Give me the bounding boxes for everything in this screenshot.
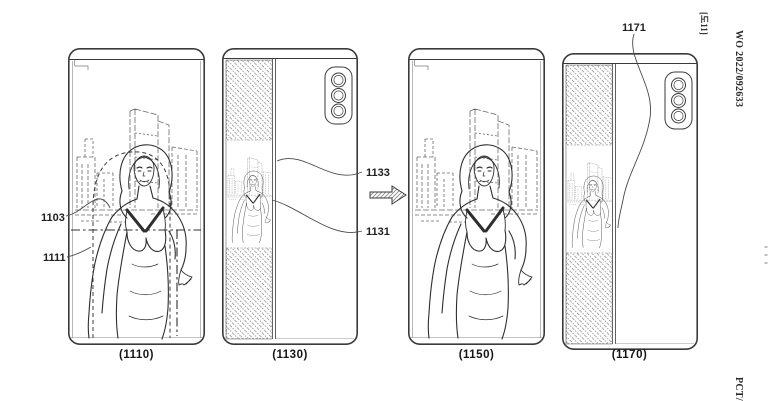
leader-line-1103 — [65, 198, 111, 217]
phone-rear-1170 — [563, 54, 697, 349]
panel-caption-1150: (1150) — [459, 349, 495, 361]
figure-tag: [도11] — [699, 12, 709, 35]
panel-caption-1110: (1110) — [119, 349, 154, 361]
page-edge-artifact — [764, 246, 768, 264]
ref-label-1171: 1171 — [622, 22, 646, 34]
leader-line-1133 — [276, 158, 363, 176]
selection-region-dashed — [92, 151, 171, 338]
ref-label-1131: 1131 — [366, 226, 390, 238]
transition-arrow-icon — [369, 185, 407, 205]
ref-label-1111: 1111 — [43, 252, 66, 264]
leader-line-1171 — [617, 33, 652, 229]
panel-caption-1130: (1130) — [272, 349, 308, 361]
pct-reference: PCT/ — [733, 377, 744, 401]
phone-front-1150 — [407, 47, 546, 345]
phone-rear-1130 — [223, 49, 357, 344]
leader-lines — [65, 33, 652, 258]
ref-label-1133: 1133 — [366, 167, 390, 179]
ref-label-1103: 1103 — [41, 212, 65, 224]
publication-number: WO 2022/092633 — [733, 30, 744, 107]
phone-front-1110 — [68, 47, 205, 345]
leader-line-1111 — [66, 246, 92, 258]
leader-line-1131 — [271, 199, 363, 233]
panel-caption-1170: (1170) — [612, 349, 648, 361]
